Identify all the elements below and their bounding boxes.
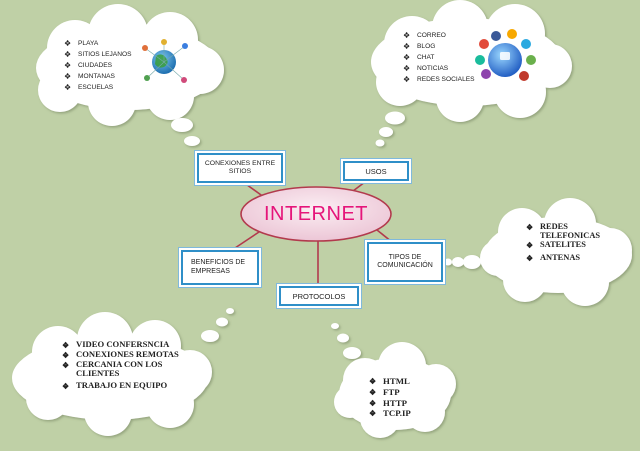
- node-protocolos: PROTOCOLOS: [279, 286, 359, 306]
- list-item: FTP: [369, 387, 411, 399]
- node-protocolos-label: PROTOCOLOS: [292, 291, 346, 301]
- people-network-globe-icon: [142, 39, 188, 83]
- list-item: REDES SOCIALES: [403, 74, 475, 85]
- node-conexiones: CONEXIONES ENTRE SITIOS: [197, 153, 283, 183]
- list-item: SATELITES: [526, 240, 622, 250]
- connector-beneficios: [231, 229, 263, 251]
- list-beneficios: VIDEO CONFERSNCIA CONEXIONES REMOTAS CER…: [62, 339, 182, 392]
- node-beneficios-label: BENEFICIOS DE EMPRESAS: [191, 259, 246, 275]
- list-item: CIUDADES: [64, 60, 132, 71]
- list-item: ESCUELAS: [64, 82, 132, 93]
- list-item: SITIOS LEJANOS: [64, 49, 132, 60]
- list-item: ANTENAS: [526, 253, 622, 263]
- list-item: TCP.IP: [369, 408, 411, 420]
- node-conexiones-label: CONEXIONES ENTRE SITIOS: [204, 159, 276, 175]
- list-item: CERCANIA CON LOS CLIENTES: [62, 359, 182, 380]
- list-item: CHAT: [403, 52, 475, 63]
- social-media-globe-icon: [475, 29, 536, 81]
- list-tipos: REDES TELEFONICAS SATELITES ANTENAS: [526, 222, 622, 263]
- node-beneficios: BENEFICIOS DE EMPRESAS: [181, 250, 259, 285]
- list-item: VIDEO CONFERSNCIA: [62, 339, 182, 350]
- list-item: BLOG: [403, 41, 475, 52]
- node-usos: USOS: [343, 161, 409, 181]
- center-oval: [240, 186, 392, 242]
- list-item: CONEXIONES REMOTAS: [62, 349, 182, 360]
- node-tipos-label: TIPOS DE COMUNICACIÓN: [377, 253, 433, 269]
- list-item: CORREO: [403, 30, 475, 41]
- list-item: HTTP: [369, 398, 411, 410]
- list-item: TRABAJO EN EQUIPO: [62, 380, 182, 391]
- list-item: MONTANAS: [64, 71, 132, 82]
- node-tipos: TIPOS DE COMUNICACIÓN: [367, 242, 443, 282]
- list-item: REDES TELEFONICAS: [526, 222, 622, 240]
- list-item: HTML: [369, 376, 411, 388]
- list-item: NOTICIAS: [403, 63, 475, 74]
- list-item: PLAYA: [64, 38, 132, 49]
- list-usos: CORREO BLOG CHAT NOTICIAS REDES SOCIALES: [403, 30, 475, 85]
- list-protocolos: HTML FTP HTTP TCP.IP: [369, 376, 411, 420]
- list-conexiones: PLAYA SITIOS LEJANOS CIUDADES MONTANAS E…: [64, 38, 132, 93]
- center-node-label: INTERNET: [264, 203, 368, 225]
- node-usos-label: USOS: [365, 166, 387, 176]
